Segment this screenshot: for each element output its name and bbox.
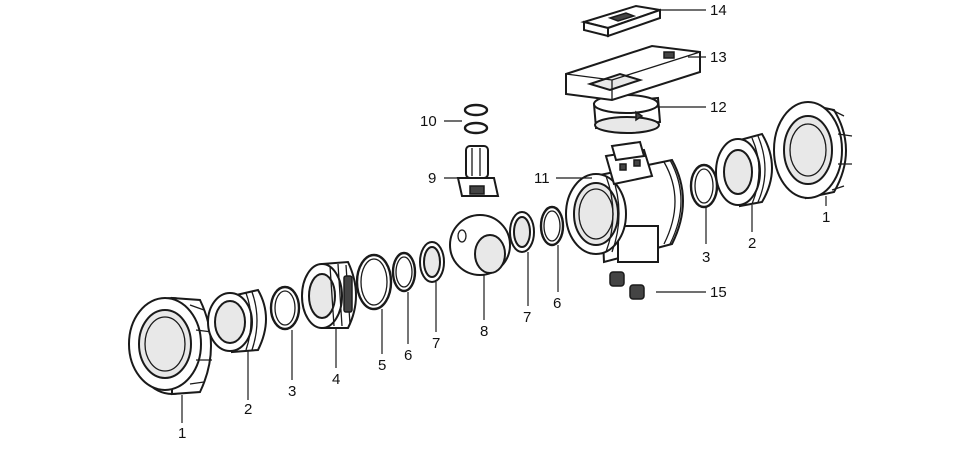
o-ring-6-left (391, 251, 417, 293)
callout-1-right: 1 (822, 209, 830, 226)
callout-7-right: 7 (523, 309, 531, 326)
end-connector-right (715, 132, 773, 208)
callout-7-left: 7 (432, 335, 440, 352)
handle-cap (580, 4, 661, 38)
callout-9: 9 (428, 170, 436, 187)
callout-12: 12 (710, 99, 727, 116)
callout-15: 15 (710, 284, 727, 301)
callout-14: 14 (710, 2, 727, 19)
callout-4: 4 (332, 371, 340, 388)
seat-right (509, 211, 535, 253)
callout-13: 13 (710, 49, 727, 66)
end-connector-left (207, 288, 267, 354)
mounting-screws (609, 271, 645, 300)
carrier (301, 260, 357, 329)
callout-2-right: 2 (748, 235, 756, 252)
seat-left (419, 241, 445, 283)
callout-3-right: 3 (702, 249, 710, 266)
callout-11: 11 (534, 170, 550, 187)
o-ring-left (269, 285, 301, 331)
valve-body (565, 140, 684, 264)
o-ring-6-right (539, 205, 565, 247)
callout-2-left: 2 (244, 401, 252, 418)
seal-ring (355, 253, 393, 311)
callout-8: 8 (480, 323, 488, 340)
callout-5: 5 (378, 357, 386, 374)
handle-adapter (592, 94, 662, 134)
callout-6-left: 6 (404, 347, 412, 364)
o-ring-right (689, 163, 719, 209)
callout-3-left: 3 (288, 383, 296, 400)
ball (449, 214, 511, 276)
union-nut-right (773, 101, 853, 200)
union-nut-left (128, 296, 213, 396)
handle (565, 44, 701, 102)
stem-o-rings (463, 103, 489, 135)
callout-6-right: 6 (553, 295, 561, 312)
callout-1-left: 1 (178, 425, 186, 442)
callout-labels: 1 2 3 4 5 6 7 8 7 6 9 10 11 12 13 14 15 … (178, 2, 830, 442)
callout-10: 10 (420, 113, 437, 130)
stem (456, 145, 500, 197)
leader-lines (181, 9, 827, 423)
